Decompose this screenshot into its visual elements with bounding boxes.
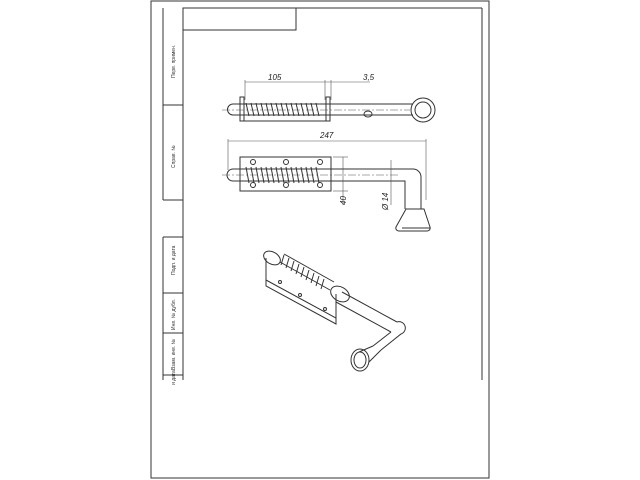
label-date-partial: и дата (171, 370, 177, 385)
dimension-105: 105 (268, 73, 282, 82)
top-stamp-box (182, 7, 297, 31)
side-labels: Перв. примен. Справ. № Подп. и дата Инв.… (171, 45, 177, 385)
dimension-diameter-14: Ø 14 (381, 192, 390, 211)
label-sign-date: Подп. и дата (171, 245, 177, 275)
dimension-40: 40 (339, 196, 348, 205)
dimension-247: 247 (319, 131, 334, 140)
dimension-3-5: 3,5 (363, 73, 375, 82)
label-reference-no: Справ. № (171, 145, 177, 168)
label-first-use: Перв. примен. (171, 45, 177, 78)
knob (395, 208, 431, 232)
front-view: 247 40 Ø 14 (222, 131, 431, 232)
top-view: 105 3,5 (222, 73, 436, 123)
label-inv-dup: Инв. № дубл. (171, 299, 177, 330)
isometric-view (263, 250, 406, 372)
drawing-frame (150, 0, 490, 479)
label-replace-inv: Взам. инв. № (171, 339, 177, 370)
